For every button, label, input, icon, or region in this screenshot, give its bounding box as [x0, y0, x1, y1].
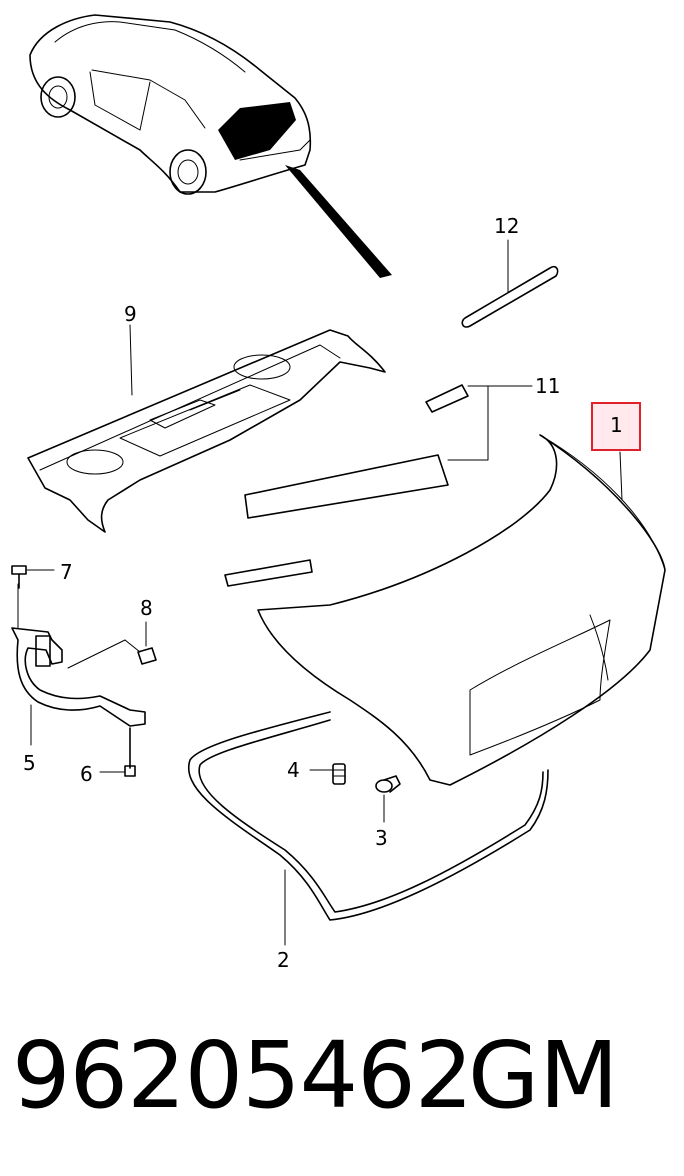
trunk-hinge-part — [11, 583, 146, 746]
trunk-lid-liner-strips-part — [224, 384, 533, 587]
car-overview-illustration — [29, 14, 392, 278]
callout-5: 5 — [23, 751, 36, 775]
weatherstrip-seal-part — [187, 711, 549, 946]
screw-part — [99, 727, 136, 777]
bolt-part — [11, 565, 55, 589]
callout-11: 11 — [535, 374, 561, 398]
callout-3: 3 — [375, 826, 388, 850]
support-rod-part — [461, 239, 559, 328]
callout-9: 9 — [124, 302, 137, 326]
brand-name: GM — [468, 1022, 619, 1129]
rear-parcel-shelf-part — [27, 324, 386, 533]
callout-2: 2 — [277, 948, 290, 972]
callout-6: 6 — [80, 762, 93, 786]
highlighted-callout-box — [591, 402, 641, 451]
bumper-stop-part — [309, 763, 346, 785]
part-number: 96205462 — [12, 1022, 473, 1129]
callout-1: 1 — [610, 413, 623, 437]
callout-4: 4 — [287, 758, 300, 782]
rubber-stopper-part — [375, 775, 401, 823]
trunk-lid-part — [257, 434, 666, 786]
callout-8: 8 — [140, 596, 153, 620]
callout-7: 7 — [60, 560, 73, 584]
callout-12: 12 — [494, 214, 520, 238]
clip-part — [137, 621, 157, 665]
